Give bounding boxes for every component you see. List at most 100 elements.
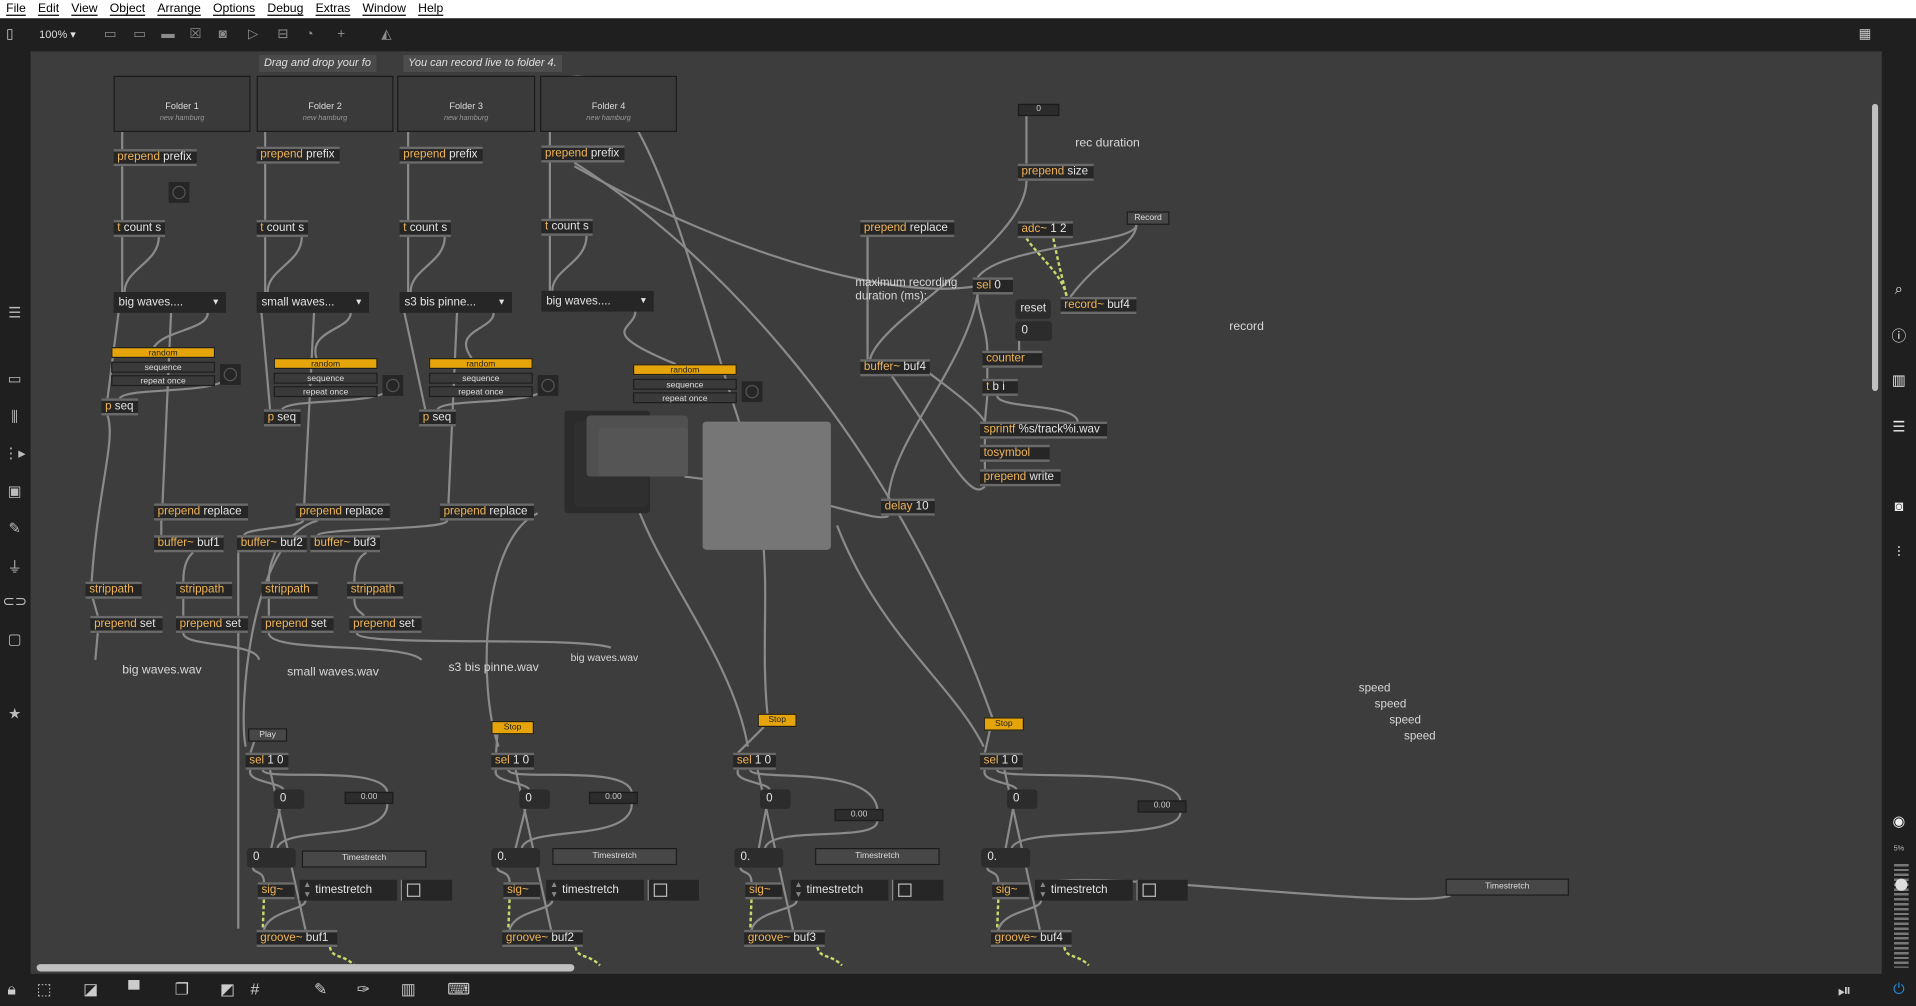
patch-cord[interactable] <box>485 512 539 747</box>
menu-options[interactable]: Options <box>213 2 256 16</box>
list-icon[interactable]: ☰ <box>1892 417 1906 436</box>
patch-cord[interactable] <box>243 519 305 537</box>
patch-cord[interactable] <box>353 551 368 582</box>
object-pp2[interactable]: prepend prefix <box>256 146 340 164</box>
object-pp4[interactable]: prepend prefix <box>541 145 625 163</box>
patch-cord[interactable] <box>464 312 495 359</box>
patch-cord[interactable] <box>514 808 527 849</box>
patch-cord[interactable] <box>316 519 449 537</box>
float-number-box[interactable]: 0.00 <box>1137 800 1187 813</box>
presentation-icon[interactable]: ▀ <box>128 979 140 999</box>
mode-option-random[interactable]: random <box>428 358 533 370</box>
keyboard-icon[interactable]: ⌨ <box>447 979 471 999</box>
patch-cord[interactable] <box>267 632 423 661</box>
mode-dropdown[interactable]: ▲▼timestretch <box>546 879 644 901</box>
paint-bucket-icon[interactable]: ◭ <box>381 26 392 42</box>
object-pr2[interactable]: prepend replace <box>295 503 390 521</box>
signal-cord[interactable] <box>261 899 266 930</box>
timestretch-checkbox[interactable] <box>647 879 699 901</box>
sidebar-toggle-icon[interactable]: ▯ <box>6 26 14 42</box>
patch-cord[interactable] <box>403 312 427 410</box>
patch-cord[interactable] <box>153 312 209 348</box>
object-tbi[interactable]: t b i <box>982 378 1018 396</box>
object-sp4[interactable]: strippath <box>347 581 404 599</box>
object-tc3[interactable]: t count s <box>399 219 451 238</box>
object-sig[interactable]: sig~ <box>745 882 783 900</box>
object-sig[interactable]: sig~ <box>992 882 1029 900</box>
patch-cord[interactable] <box>496 867 511 883</box>
object-groove[interactable]: groove~ buf3 <box>744 929 825 948</box>
integer-number-box[interactable]: 0 <box>519 789 550 809</box>
patch-cord[interactable] <box>551 235 588 291</box>
rec-duration-number[interactable]: 0 <box>1017 103 1060 117</box>
object-bf4[interactable]: buffer~ buf4 <box>860 359 930 377</box>
object-groove[interactable]: groove~ buf2 <box>502 929 583 948</box>
patch-cord[interactable] <box>750 900 798 931</box>
patch-cord[interactable] <box>123 236 160 293</box>
mode-option-sequence[interactable]: sequence <box>273 372 378 384</box>
patch-cord[interactable] <box>494 769 531 791</box>
toggle-icon[interactable]: ☒ <box>189 26 202 42</box>
grid-view-icon[interactable]: ▦ <box>1858 26 1872 42</box>
object-bf3[interactable]: buffer~ buf3 <box>310 535 381 553</box>
object-pr4[interactable]: prepend replace <box>860 219 955 238</box>
zoom-dropdown[interactable]: 100% ▾ <box>39 28 76 41</box>
mode-option-sequence[interactable]: sequence <box>632 378 737 390</box>
mode-option-random[interactable]: random <box>273 358 378 370</box>
mode-dropdown[interactable]: ▲▼timestretch <box>299 879 398 901</box>
object-counter[interactable]: counter <box>982 350 1043 368</box>
dial-icon[interactable]: ◔ <box>305 26 314 42</box>
patch-cord[interactable] <box>976 294 989 351</box>
patch-cord[interactable] <box>353 598 366 617</box>
star-icon[interactable]: ★ <box>8 705 22 723</box>
presentation-icon[interactable]: ▭ <box>7 370 22 388</box>
object-pp1[interactable]: prepend prefix <box>113 149 197 167</box>
object-set4[interactable]: prepend set <box>349 615 422 633</box>
object-sel[interactable]: sel 1 0 <box>979 752 1023 770</box>
vertical-scrollbar[interactable] <box>1872 103 1879 392</box>
mode-option-sequence[interactable]: sequence <box>111 361 216 373</box>
play-stop-button[interactable]: Stop <box>983 717 1024 731</box>
file-dropdown-1[interactable]: big waves....▼ <box>113 292 227 313</box>
speed-float-box[interactable]: 0. <box>734 848 784 868</box>
patch-cord[interactable] <box>868 180 1028 360</box>
patch-cord[interactable] <box>182 551 194 582</box>
play-stop-button[interactable]: Stop <box>491 720 534 735</box>
patch-cord[interactable] <box>409 236 446 293</box>
signal-cord[interactable] <box>507 899 511 930</box>
bang-button[interactable] <box>219 364 241 385</box>
object-psize[interactable]: prepend size <box>1017 163 1094 181</box>
object-sp1[interactable]: strippath <box>85 581 142 599</box>
patch-cord[interactable] <box>623 311 677 366</box>
slider-icon[interactable]: ⊟ <box>277 26 289 42</box>
object-sp3[interactable]: strippath <box>261 581 318 599</box>
signal-cord[interactable] <box>1025 237 1068 298</box>
menu-window[interactable]: Window <box>362 2 406 16</box>
object-sig[interactable]: sig~ <box>257 882 295 900</box>
menu-view[interactable]: View <box>71 2 98 16</box>
object-sel[interactable]: sel 1 0 <box>733 752 776 770</box>
object-tc1[interactable]: t count s <box>113 219 165 238</box>
book-icon[interactable]: ▥ <box>1891 371 1906 389</box>
object-tc2[interactable]: t count s <box>256 219 308 238</box>
patch-cord[interactable] <box>739 867 753 883</box>
object-sp2[interactable]: strippath <box>175 581 233 599</box>
signal-cord[interactable] <box>749 899 753 930</box>
object-delay[interactable]: delay 10 <box>881 498 935 516</box>
file-dropdown-2[interactable]: small waves...▼ <box>256 292 370 313</box>
horizontal-scrollbar[interactable] <box>36 964 575 972</box>
patch-cord[interactable] <box>242 519 318 747</box>
mode-dropdown[interactable]: ▲▼timestretch <box>1034 879 1133 901</box>
patch-cord[interactable] <box>887 294 979 499</box>
windows-icon[interactable]: ❐ <box>174 979 189 999</box>
menu-object[interactable]: Object <box>109 2 146 16</box>
select-icon[interactable]: ⬚ <box>36 979 52 999</box>
object-bf2[interactable]: buffer~ buf2 <box>237 535 307 553</box>
patch-cord[interactable] <box>314 312 352 359</box>
patch-cord[interactable] <box>260 312 272 410</box>
patch-cord[interactable] <box>303 312 316 504</box>
object-set2[interactable]: prepend set <box>175 615 249 633</box>
patch-cord[interactable] <box>986 867 1000 883</box>
speed-float-box[interactable]: 0 <box>246 848 296 868</box>
mode-option-sequence[interactable]: sequence <box>428 372 533 384</box>
